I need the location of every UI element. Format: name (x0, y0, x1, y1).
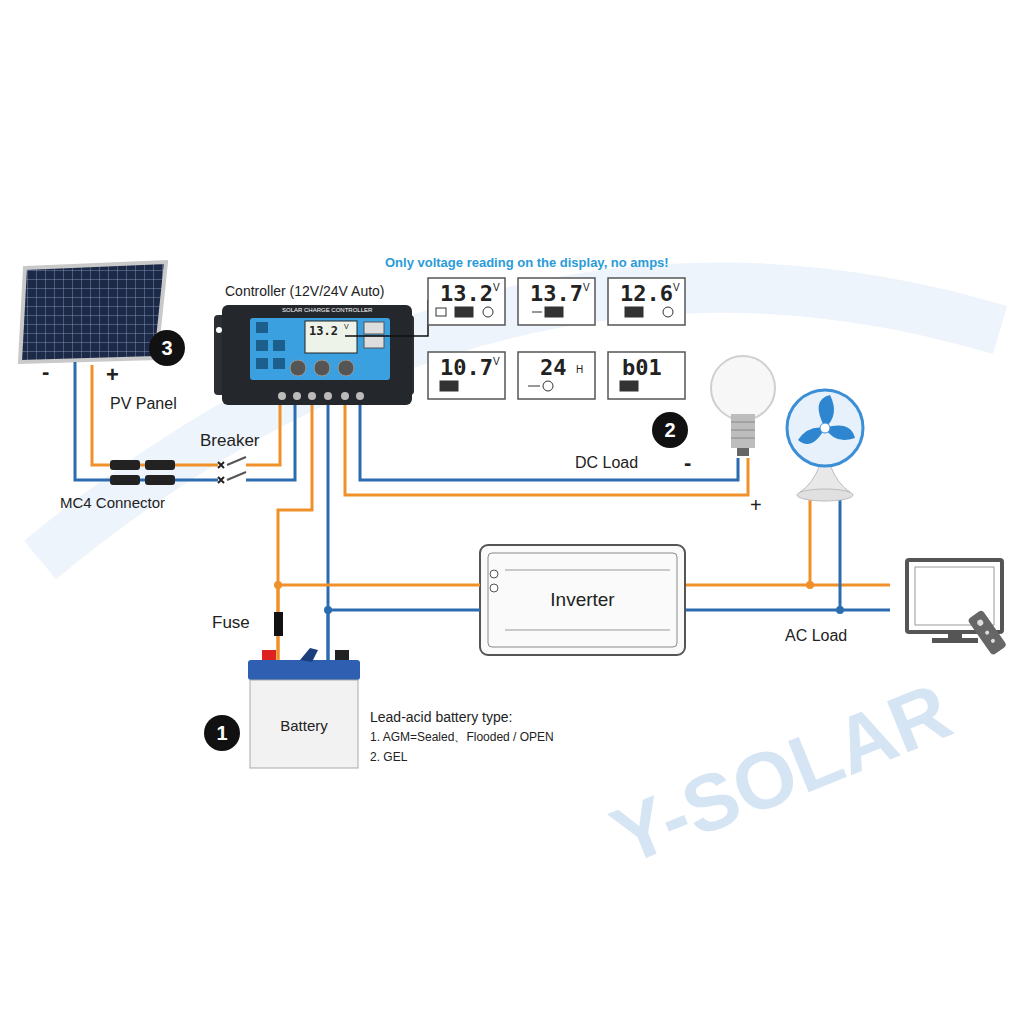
part-name: AC Load (785, 627, 847, 645)
part-name: Fuse (212, 614, 250, 633)
breaker-symbol (218, 457, 246, 483)
lcd-reading: 13.2 (309, 325, 338, 338)
part-name: MC4 Connector (60, 495, 165, 512)
note: 1. AGM=Sealed、Flooded / OPEN (370, 731, 554, 744)
note: Only voltage reading on the display, no … (385, 256, 669, 270)
device-marking: SOLAR CHARGE CONTROLLER (282, 307, 372, 314)
controller-body (214, 300, 428, 405)
display-reading: 10.7 (440, 356, 493, 380)
callout-number: 2 (652, 412, 688, 448)
mc4-connector (110, 460, 175, 485)
display-reading: 13.7 (530, 282, 583, 306)
display-unit: V (493, 356, 500, 367)
junction-dot (274, 581, 844, 614)
lcd-unit: V (344, 323, 349, 331)
display-screens (428, 278, 685, 399)
light-bulb (711, 356, 775, 456)
part-name: Breaker (200, 432, 260, 451)
part-name: DC Load (575, 454, 638, 472)
display-reading: 24 (540, 356, 567, 380)
display-unit: V (583, 282, 590, 293)
watermark: Y-SOLAR (600, 667, 963, 882)
node-heading: Controller (12V/24V Auto) (225, 283, 385, 299)
inverter-body (480, 545, 685, 655)
ac-load-wires (685, 500, 890, 610)
display-unit: V (673, 282, 680, 293)
node-label: Inverter (550, 589, 614, 611)
note: Lead-acid battery type: (370, 710, 512, 725)
display-reading: 13.2 (440, 282, 493, 306)
fuse-symbol (274, 612, 283, 636)
callout-number: 1 (204, 715, 240, 751)
part-name: PV Panel (110, 395, 177, 413)
polarity-sign: - (684, 451, 691, 475)
display-reading: b01 (622, 356, 662, 380)
pv-panel (20, 262, 166, 362)
display-unit: V (493, 282, 500, 293)
polarity-sign: + (750, 494, 762, 516)
dc-load-wires (345, 405, 748, 495)
node-label: Battery (280, 717, 328, 734)
television (907, 560, 1007, 656)
wire (278, 405, 312, 660)
inverter-box: Inverter (480, 545, 685, 655)
polarity-sign: - (42, 360, 49, 384)
callout-number: 3 (149, 330, 185, 366)
wire (278, 585, 480, 660)
note: 2. GEL (370, 751, 407, 764)
background-swoosh (40, 288, 1000, 560)
display-icons (436, 307, 673, 391)
polarity-sign: + (106, 363, 119, 387)
battery-body (248, 648, 360, 768)
display-reading: 12.6 (620, 282, 673, 306)
display-unit: H (576, 364, 583, 375)
wire (328, 610, 480, 660)
fan (787, 390, 863, 501)
charge-controller: Controller (12V/24V Auto) (222, 305, 412, 405)
battery-box: Battery (248, 660, 360, 768)
